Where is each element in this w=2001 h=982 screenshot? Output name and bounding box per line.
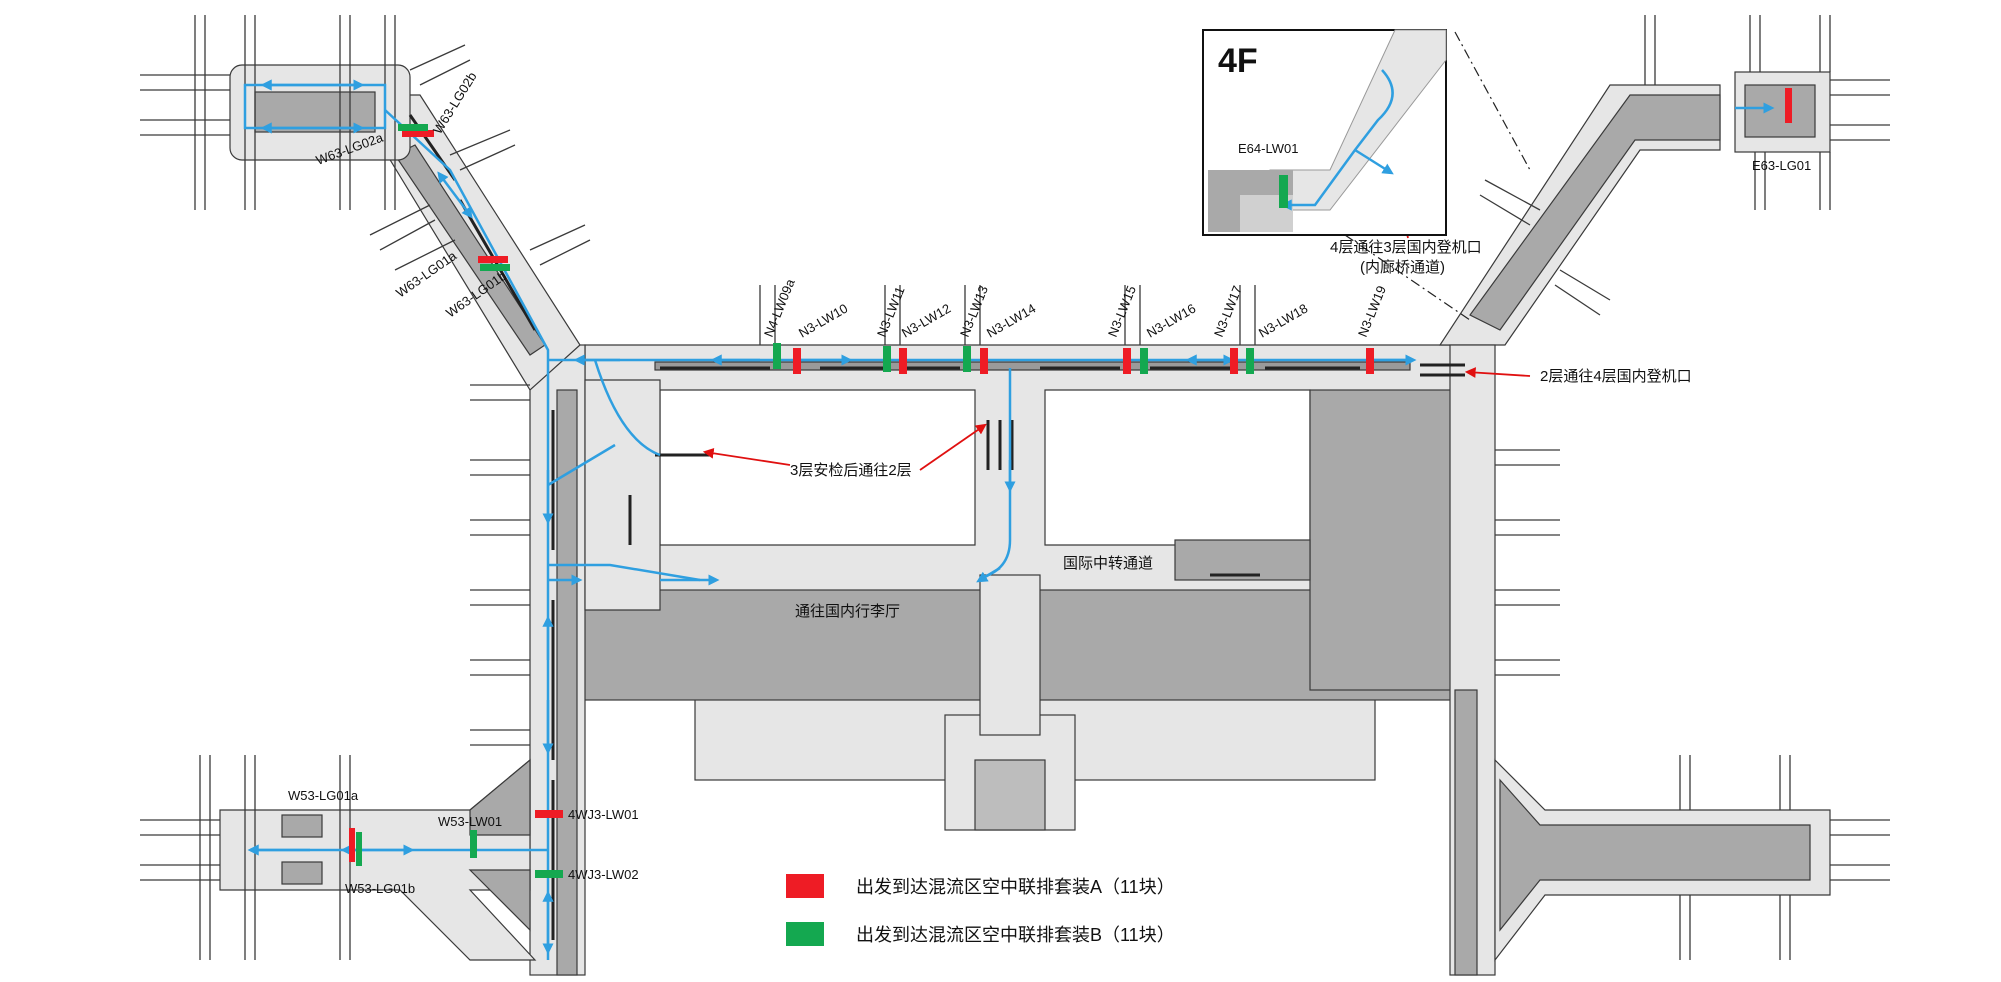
panel-N3-LW19 xyxy=(1366,348,1374,374)
panel-W63-LG01b xyxy=(480,264,510,271)
ne-finger-gray xyxy=(1469,94,1721,331)
panel-label-W63-LG02b: W63-LG02b xyxy=(430,69,480,136)
east-spine-gates xyxy=(1495,449,1560,676)
nw-finger-gates xyxy=(369,44,591,271)
note-intl-transfer: 国际中转通道 xyxy=(1063,555,1153,572)
north-strip xyxy=(654,361,1411,371)
east-hall xyxy=(1309,389,1476,691)
panel-N3-LW10 xyxy=(793,348,801,374)
flow-west-branch xyxy=(547,443,701,582)
inset-panel-label: E64-LW01 xyxy=(1238,141,1298,156)
legend-swatch-b xyxy=(786,922,824,946)
sw-pier-wedge-top xyxy=(469,758,531,836)
panel-N3-LW13 xyxy=(963,346,971,372)
ne-gate-lines xyxy=(1479,15,1890,316)
internal-stairs xyxy=(628,420,1260,577)
panel-label-N3-LW19: N3-LW19 xyxy=(1355,283,1389,339)
panel-label-N3-LW18: N3-LW18 xyxy=(1256,301,1310,341)
annotation-text: 3层安检后通往2层 2层通往4层国内登机口 4层通往3层国内登机口 (内廊桥通道… xyxy=(790,239,1692,620)
north-corridor-gates xyxy=(759,285,1256,345)
panel-4WJ3-LW02 xyxy=(535,870,563,878)
note-floor3-to-2: 3层安检后通往2层 xyxy=(790,462,912,479)
panel-label-N3-LW16: N3-LW16 xyxy=(1144,301,1198,341)
nw-pier-core xyxy=(254,91,376,133)
panel-N3-LW16 xyxy=(1140,348,1148,374)
panel-label-N3-LW12: N3-LW12 xyxy=(899,301,953,341)
flow-intl-arrow-2 xyxy=(976,566,1001,583)
panel-label-4WJ3-LW01: 4WJ3-LW01 xyxy=(568,807,639,822)
inset-flow-branch xyxy=(1354,148,1394,175)
legend: 出发到达混流区空中联排套装A（11块） 出发到达混流区空中联排套装B（11块） xyxy=(786,874,1175,946)
panel-E63-LG01 xyxy=(1785,88,1792,123)
panel-label-4WJ3-LW02: 4WJ3-LW02 xyxy=(568,867,639,882)
note-floor4-to-3-line2: (内廊桥通道) xyxy=(1360,259,1445,276)
east-spine-inner xyxy=(1454,689,1478,976)
panel-W63-LG02b xyxy=(398,124,428,131)
south-forecourt-inner xyxy=(974,759,1046,831)
panel-label-W53-LW01: W53-LW01 xyxy=(438,814,502,829)
west-spine-inner xyxy=(556,389,578,976)
legend-label-b: 出发到达混流区空中联排套装B（11块） xyxy=(856,925,1175,945)
passenger-flow xyxy=(243,79,1775,960)
panel-W53-LW01 xyxy=(470,830,477,858)
panel-N4-LW09a xyxy=(773,343,781,369)
panel-N3-LW12 xyxy=(899,348,907,374)
south-hall-divider xyxy=(979,574,1041,736)
panel-label-W53-LG01b: W53-LG01b xyxy=(345,881,415,896)
pointer-floor2-4 xyxy=(1464,367,1531,378)
legend-label-a: 出发到达混流区空中联排套装A（11块） xyxy=(856,877,1175,897)
panel-label-N3-LW10: N3-LW10 xyxy=(796,301,850,341)
west-spine-gates xyxy=(470,384,530,746)
panel-label-W63-LG01a: W63-LG01a xyxy=(393,248,460,301)
sw-pier-core-left xyxy=(281,814,323,838)
panel-label-N4-LW09a: N4-LW09a xyxy=(761,276,798,339)
panel-W63-LG02a xyxy=(402,130,434,137)
inset-4f: 4F E64-LW01 xyxy=(1202,29,1531,321)
flow-to-floor2 xyxy=(593,359,661,457)
panel-W53-LG01a xyxy=(349,828,355,862)
panel-W63-LG01a xyxy=(478,256,508,263)
panel-E64-LW01 xyxy=(1279,175,1288,208)
panel-N3-LW17 xyxy=(1230,348,1238,374)
note-floor4-to-3-line1: 4层通往3层国内登机口 xyxy=(1330,239,1482,256)
pointer-floor3-a xyxy=(702,447,791,466)
inset-callout-lines xyxy=(1344,31,1531,321)
sw-pier-wedge-bottom xyxy=(468,869,531,932)
west-landside-block xyxy=(584,379,661,611)
panel-N3-LW15 xyxy=(1123,348,1131,374)
panel-label-W53-LG01a: W53-LG01a xyxy=(288,788,359,803)
panel-N3-LW11 xyxy=(883,346,891,372)
sw-pier-core-right xyxy=(281,861,323,885)
panel-4WJ3-LW01 xyxy=(535,810,563,818)
inset-bridge xyxy=(1269,29,1447,211)
panel-N3-LW18 xyxy=(1246,348,1254,374)
inset-flow xyxy=(1280,69,1394,211)
east-service-room xyxy=(1174,539,1311,581)
ne-pier-core xyxy=(1744,84,1816,138)
inset-title: 4F xyxy=(1218,42,1258,80)
legend-swatch-a xyxy=(786,874,824,898)
panel-label-N3-LW15: N3-LW15 xyxy=(1105,283,1139,339)
north-walkway-marks xyxy=(660,363,1465,377)
flow-nw-diagonal xyxy=(437,171,473,219)
sw-pier xyxy=(219,758,537,961)
note-domestic-baggage: 通往国内行李厅 xyxy=(795,603,900,620)
panel-N3-LW14 xyxy=(980,348,988,374)
se-pier-core xyxy=(1499,778,1811,932)
panel-label-N3-LW14: N3-LW14 xyxy=(984,301,1038,341)
panel-label-E63-LG01: E63-LG01 xyxy=(1752,158,1811,173)
note-floor2-to-4: 2层通往4层国内登机口 xyxy=(1540,368,1692,385)
se-gate-lines xyxy=(1679,755,1890,960)
building-geometry xyxy=(219,64,1831,976)
pointer-floor3-b xyxy=(919,423,987,471)
panel-W53-LG01b xyxy=(356,832,362,866)
